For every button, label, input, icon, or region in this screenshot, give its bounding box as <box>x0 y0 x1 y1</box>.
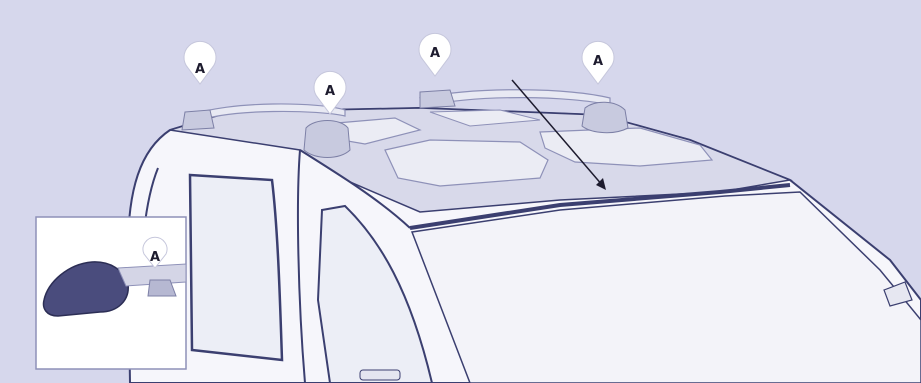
front-bar-foot-right <box>582 102 628 132</box>
callout-label: A <box>195 62 205 77</box>
inset-callout-label: A <box>150 250 160 265</box>
callout-label: A <box>593 54 603 69</box>
sunroof-front <box>385 140 548 186</box>
callout-label: A <box>430 46 440 61</box>
inset-detail: A <box>36 217 186 369</box>
front-bar-foot-left <box>420 90 455 108</box>
door-handle <box>360 370 400 380</box>
rear-bar-foot-left <box>182 110 214 130</box>
callout-label: A <box>325 84 335 99</box>
rear-side-window <box>190 175 282 360</box>
rear-bar-foot-right <box>304 121 350 158</box>
